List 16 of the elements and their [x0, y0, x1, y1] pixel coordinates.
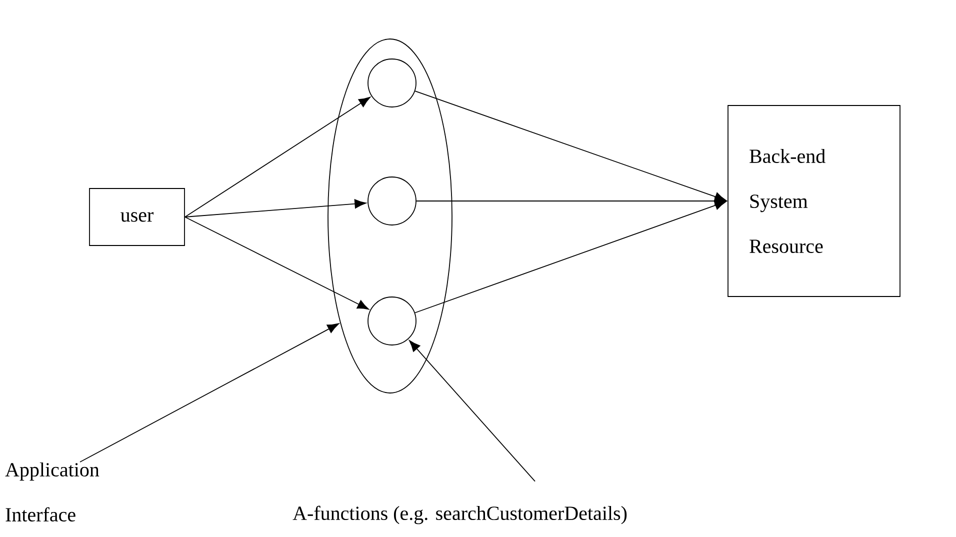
ellipse — [328, 38, 452, 394]
arrow — [184, 96, 370, 218]
arrow — [409, 340, 536, 482]
callout-text: A-functions (e.g. searchCustomerDetails) — [292, 506, 627, 524]
arrow — [414, 200, 726, 314]
arrow — [416, 196, 726, 206]
arrow — [184, 199, 366, 218]
circle — [368, 176, 416, 226]
resource-box: Back-end System Resource — [728, 105, 900, 297]
user-box: user — [89, 188, 185, 246]
circle — [368, 296, 416, 346]
arrow — [414, 90, 726, 202]
arrow — [80, 323, 340, 462]
arrow — [184, 216, 369, 310]
callout-text: Application Interface — [5, 462, 100, 522]
circle — [368, 58, 416, 108]
